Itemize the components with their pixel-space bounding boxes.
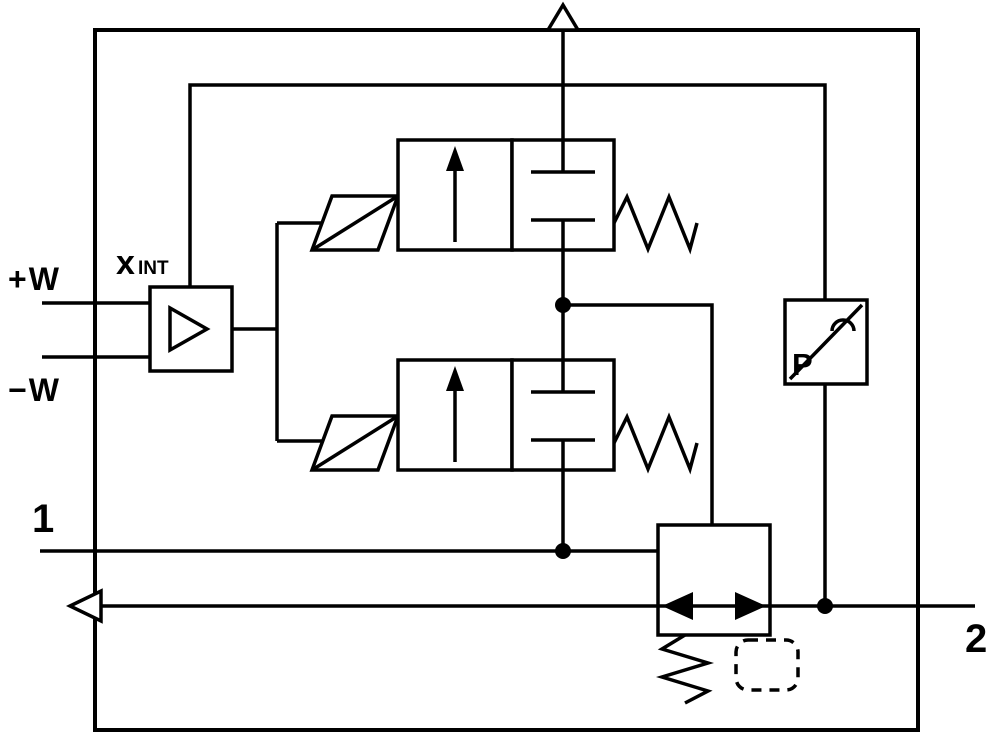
setpoint-plus-label: +W xyxy=(8,261,61,297)
flow-arrow-right-icon xyxy=(735,592,766,620)
return-spring-icon xyxy=(612,192,699,255)
junction-dots xyxy=(555,297,833,614)
enclosure-frame xyxy=(93,28,920,732)
regulator-spring-icon xyxy=(655,633,715,705)
override-dashed-box-icon xyxy=(734,638,800,692)
return-spring-icon xyxy=(612,412,699,475)
regulator-valve-symbol xyxy=(655,523,800,705)
setpoint-minus-label: −W xyxy=(8,372,61,408)
poppet-seat-icon xyxy=(531,140,595,250)
flow-arrow-icon xyxy=(446,146,464,242)
exhaust-arrow-icon xyxy=(65,588,103,624)
amplifier-x-label: x xyxy=(116,244,135,282)
port-1-label: 1 xyxy=(32,497,54,541)
pilot-valve-bottom xyxy=(309,358,699,475)
poppet-seat-icon xyxy=(531,360,595,470)
flow-arrow-left-icon xyxy=(662,592,693,620)
amplifier-symbol xyxy=(148,285,234,373)
amplifier-triangle-icon xyxy=(168,304,211,354)
amplifier-int-subscript: INT xyxy=(138,258,169,279)
pressure-sensor-label: P xyxy=(792,347,813,382)
labels: +W −W x INT 1 2 xyxy=(8,244,987,661)
pressure-sensor-symbol: P xyxy=(783,298,869,386)
flow-arrow-icon xyxy=(446,366,464,462)
transducer-arc-icon xyxy=(830,318,856,332)
exhaust-outlet-icon xyxy=(544,1,582,32)
port-2-label: 2 xyxy=(965,617,987,661)
pilot-valve-top xyxy=(309,138,699,255)
